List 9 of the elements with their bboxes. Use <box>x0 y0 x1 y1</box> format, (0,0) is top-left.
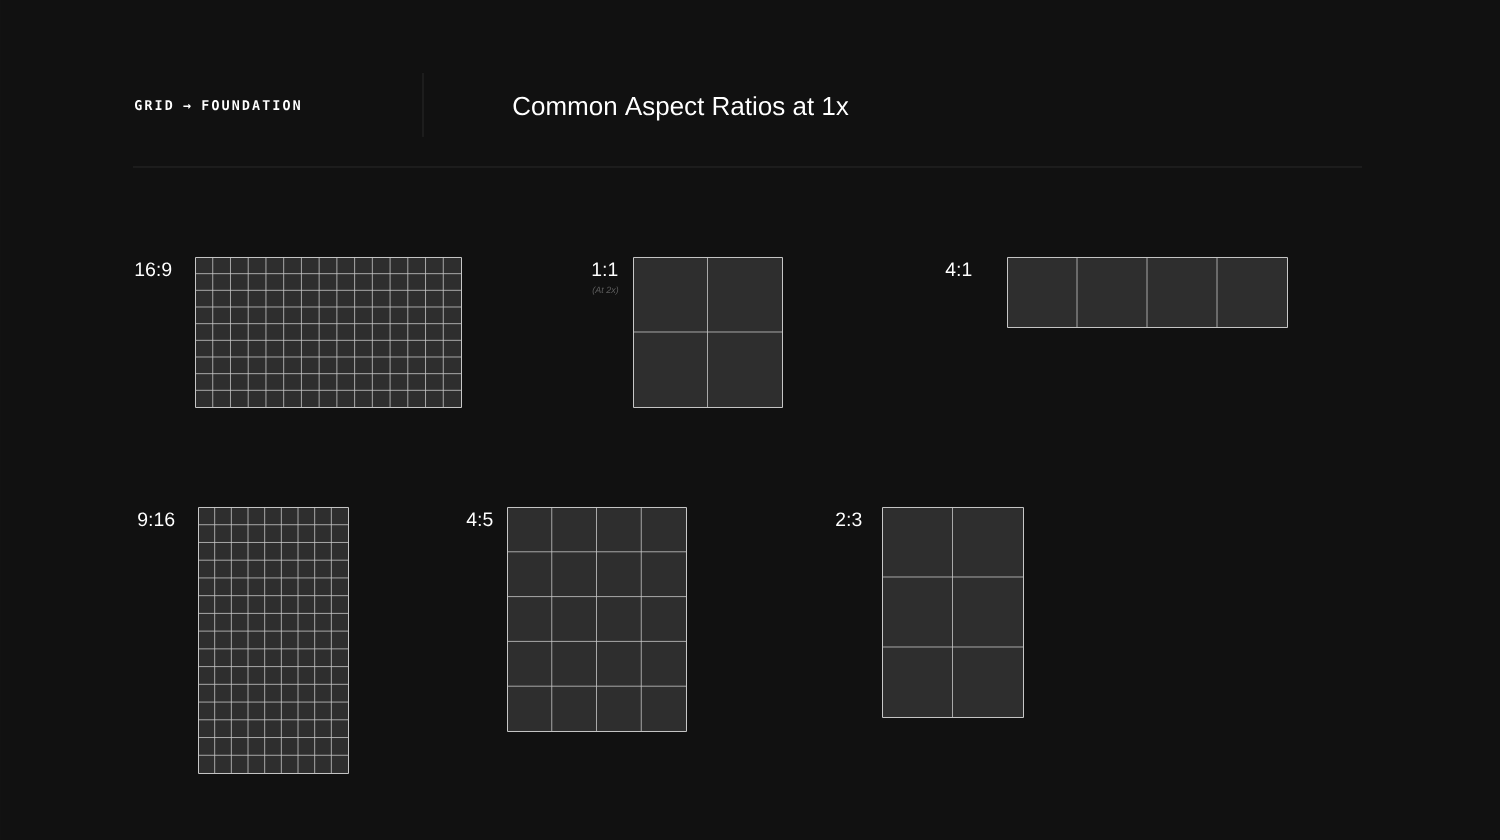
note-label: (At 2x) <box>592 286 619 295</box>
ratio-label: 9:16 <box>138 512 175 527</box>
ratio-label: 16:9 <box>135 262 172 277</box>
ratio-label: 2:3 <box>836 512 862 527</box>
breadcrumb-text: GRID → FOUNDATION <box>135 100 300 111</box>
ratio-label: 1:1 <box>592 262 618 276</box>
ratio-label: 4:1 <box>945 262 972 276</box>
page-title: Common Aspect Ratios at 1x <box>513 96 849 121</box>
ratio-label: 4:5 <box>466 512 493 527</box>
